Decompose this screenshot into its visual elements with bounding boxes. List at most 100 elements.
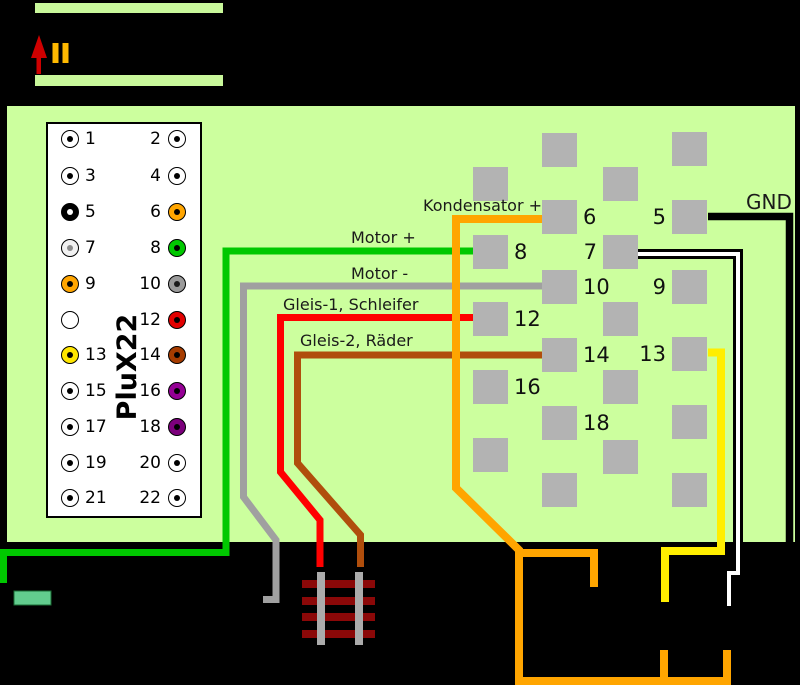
pin-17-number: 17 [85, 417, 107, 437]
direction-arrow-icon [31, 35, 47, 58]
pin-dot [174, 460, 180, 466]
pin-8-circle [168, 239, 186, 257]
pad-unlabeled [473, 167, 508, 201]
pad-number-6: 6 [583, 205, 597, 229]
pad-unlabeled [672, 473, 707, 507]
pad-9 [672, 270, 707, 304]
pin-2-number: 2 [150, 129, 161, 149]
pin-16-number: 16 [139, 381, 161, 401]
pin-2-circle [168, 130, 186, 148]
pin-9-circle [61, 275, 79, 293]
pad-unlabeled [672, 132, 707, 166]
pin-21-circle [61, 489, 79, 507]
pin-dot [174, 245, 180, 251]
pin-dot [67, 460, 73, 466]
pin-15-number: 15 [85, 381, 107, 401]
pin-dot [174, 495, 180, 501]
pad-number-5: 5 [652, 205, 666, 229]
pin-15-circle [61, 382, 79, 400]
pin-dot [67, 281, 73, 287]
pad-13 [672, 337, 707, 371]
label-motor-plus: Motor + [351, 228, 416, 247]
pin-dot [67, 424, 73, 430]
pin-18-circle [168, 418, 186, 436]
pad-unlabeled [542, 133, 577, 167]
pin-9-number: 9 [85, 274, 96, 294]
pin-dot [67, 136, 73, 142]
pin-13-circle [61, 346, 79, 364]
pin-dot [174, 209, 180, 215]
pin-10-number: 10 [139, 274, 161, 294]
pin-dot [174, 173, 180, 179]
pin-dot [174, 136, 180, 142]
pin-dot [67, 495, 73, 501]
pad-5 [672, 200, 707, 234]
pin-dot [174, 424, 180, 430]
pin-1-circle [61, 130, 79, 148]
pad-unlabeled [542, 473, 577, 507]
pin-5-circle [61, 203, 79, 221]
pin-17-circle [61, 418, 79, 436]
direction-arrow-shaft [36, 44, 41, 74]
motor-connector-block [13, 590, 52, 606]
pad-14 [542, 338, 577, 372]
roof-bar-top [35, 3, 223, 13]
pin-dot [174, 352, 180, 358]
pin-22-circle [168, 489, 186, 507]
pad-8 [473, 235, 508, 269]
label-kondensator-plus: Kondensator + [423, 196, 543, 215]
track-sleeper-1 [302, 580, 375, 588]
pin-8-number: 8 [150, 238, 161, 258]
pin-7-circle [61, 239, 79, 257]
pad-number-16: 16 [514, 375, 541, 399]
pin-14-number: 14 [139, 345, 161, 365]
pin-5-number: 5 [85, 202, 96, 222]
pin-7-number: 7 [85, 238, 96, 258]
pad-unlabeled [603, 440, 638, 474]
roof-bar-bottom [35, 75, 223, 86]
pin-12-circle [168, 311, 186, 329]
pin-3-number: 3 [85, 166, 96, 186]
pin-20-number: 20 [139, 453, 161, 473]
pin-1-number: 1 [85, 129, 96, 149]
pin-18-number: 18 [139, 417, 161, 437]
pin-21-number: 21 [85, 488, 107, 508]
pad-number-12: 12 [514, 307, 541, 331]
pad-7 [603, 235, 638, 269]
pin-10-circle [168, 275, 186, 293]
pin-22-number: 22 [139, 488, 161, 508]
track-sleeper-3 [302, 613, 375, 621]
track-sleeper-2 [302, 597, 375, 605]
pin-dot [67, 245, 73, 251]
pin-dot [174, 317, 180, 323]
pad-number-8: 8 [514, 240, 528, 264]
pad-16 [473, 370, 508, 404]
pin-dot [174, 388, 180, 394]
pad-unlabeled [672, 405, 707, 439]
pad-number-13: 13 [639, 342, 666, 366]
pin-4-circle [168, 167, 186, 185]
pad-unlabeled [603, 302, 638, 336]
label-gleis1-schleifer: Gleis-1, Schleifer [283, 295, 419, 314]
pin-dot [174, 281, 180, 287]
pin-16-circle [168, 382, 186, 400]
pad-unlabeled [603, 370, 638, 404]
pin-20-circle [168, 454, 186, 472]
pad-number-9: 9 [652, 275, 666, 299]
pin-6-number: 6 [150, 202, 161, 222]
label-motor-minus: Motor - [351, 264, 409, 283]
pin-3-circle [61, 167, 79, 185]
label-gnd: GND [746, 190, 792, 214]
track-sleeper-4 [302, 630, 375, 638]
kondensator-wire-branch1 [519, 549, 598, 587]
pad-18 [542, 406, 577, 440]
track-rail-2 [355, 572, 363, 645]
pin-index-circle [61, 311, 79, 329]
pin-dot [67, 352, 73, 358]
pad-unlabeled [473, 438, 508, 472]
pin-dot [67, 209, 73, 215]
pin-dot [67, 388, 73, 394]
pin-19-circle [61, 454, 79, 472]
pin-19-number: 19 [85, 453, 107, 473]
pin-12-number: 12 [139, 310, 161, 330]
